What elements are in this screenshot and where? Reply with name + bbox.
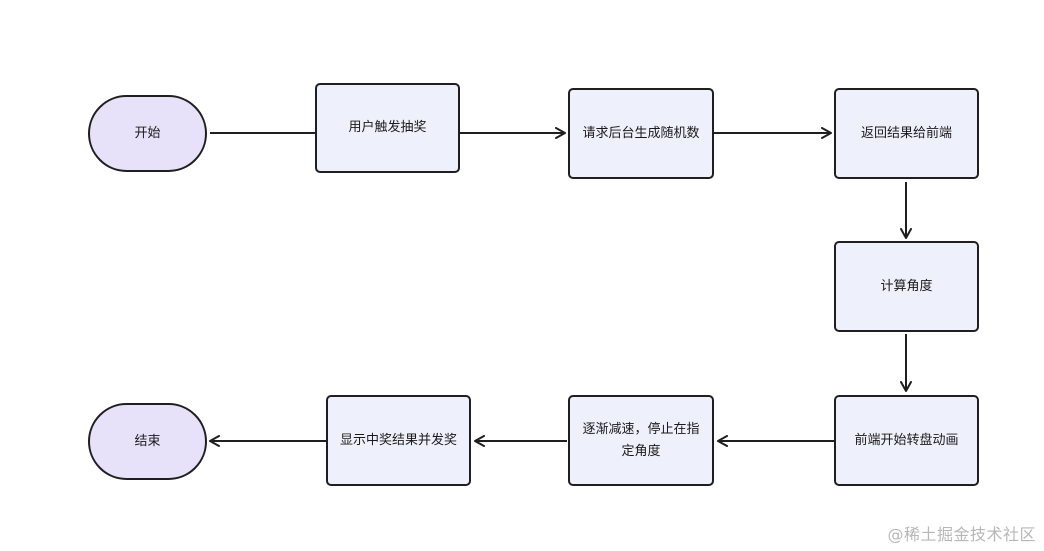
return-node-label: 返回结果给前端 bbox=[860, 125, 952, 141]
show-node-label: 显示中奖结果并发奖 bbox=[339, 432, 457, 448]
end-node: 结束 bbox=[88, 403, 207, 480]
end-node-label: 结束 bbox=[134, 433, 161, 449]
slow-node: 逐渐减速，停止在指定角度 bbox=[568, 395, 714, 486]
start-node-label: 开始 bbox=[134, 125, 161, 141]
trigger-node-label: 用户触发抽奖 bbox=[348, 120, 427, 135]
slow-node-label: 逐渐减速，停止在指定角度 bbox=[582, 421, 700, 459]
show-node: 显示中奖结果并发奖 bbox=[326, 395, 471, 486]
watermark-text: @稀土掘金技术社区 bbox=[887, 525, 1036, 544]
request-node: 请求后台生成随机数 bbox=[568, 88, 714, 179]
spin-node: 前端开始转盘动画 bbox=[834, 395, 979, 486]
trigger-node: 用户触发抽奖 bbox=[315, 83, 460, 173]
calc-node: 计算角度 bbox=[834, 241, 979, 332]
start-node: 开始 bbox=[88, 95, 207, 172]
spin-node-label: 前端开始转盘动画 bbox=[854, 432, 959, 448]
calc-node-label: 计算角度 bbox=[880, 278, 933, 294]
request-node-label: 请求后台生成随机数 bbox=[582, 125, 700, 141]
return-node: 返回结果给前端 bbox=[834, 88, 979, 179]
